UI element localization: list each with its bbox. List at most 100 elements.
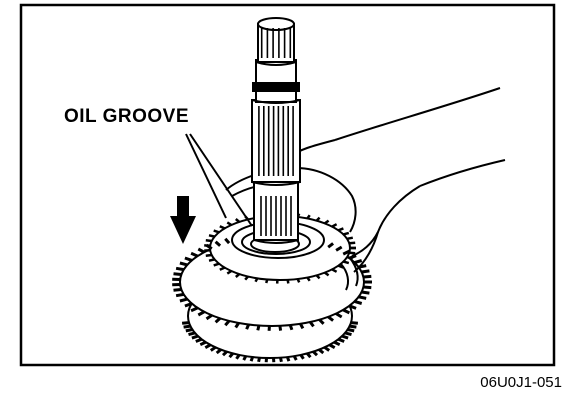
gear-tooth <box>214 240 222 247</box>
top-gear-teeth <box>204 212 356 284</box>
gear-tooth <box>219 225 226 230</box>
gear-tooth <box>279 357 283 363</box>
gear-tooth <box>175 292 184 298</box>
gear-tooth <box>256 325 261 331</box>
gear-tooth <box>221 350 228 357</box>
bottom-gear-teeth <box>181 321 359 363</box>
gear-tooth <box>179 297 188 303</box>
gear-tooth <box>184 302 193 308</box>
gear-tooth <box>354 299 363 305</box>
gear-tooth <box>315 274 321 280</box>
gear-tooth <box>346 255 354 260</box>
gear-tooth <box>342 249 351 256</box>
gear-tooth <box>278 325 283 331</box>
gear-tooth <box>234 218 241 223</box>
gear-tooth <box>333 340 341 347</box>
gear-tooth <box>342 308 351 315</box>
gear-tooth <box>226 269 233 275</box>
gear-tooth <box>306 276 311 282</box>
gear-tooth <box>323 346 331 352</box>
gear-tooth <box>234 273 241 278</box>
gear-tooth <box>324 271 330 277</box>
gear-tooth <box>341 334 349 340</box>
gear-stack <box>179 215 365 359</box>
gear-tooth <box>181 321 190 325</box>
gear-tooth <box>224 237 231 245</box>
gear-tooth <box>344 331 352 337</box>
gear-tooth <box>318 348 325 355</box>
gear-tooth <box>348 304 357 310</box>
gear-tooth <box>327 242 335 249</box>
gear-tooth <box>292 355 298 361</box>
gear-tooth <box>363 274 372 279</box>
gear-tooth <box>173 272 182 276</box>
gear-tooth <box>331 268 338 273</box>
gear-tooth <box>185 328 193 333</box>
gear-tooth <box>349 324 357 329</box>
gear-tooth <box>324 219 330 225</box>
down-arrow-icon <box>170 196 196 244</box>
gear-tooth <box>205 239 212 243</box>
gear-tooth <box>349 251 356 255</box>
gear-tooth <box>349 241 356 245</box>
gear-tooth <box>235 354 241 360</box>
gear-tooth <box>249 356 255 362</box>
oil-groove-label: OIL GROOVE <box>64 106 190 127</box>
gear-tooth <box>205 314 213 321</box>
gear-tooth <box>361 290 370 295</box>
gear-tooth <box>197 247 205 254</box>
gear-tooth <box>315 216 321 222</box>
gear-tooth <box>306 352 312 359</box>
gear-tooth <box>347 328 355 333</box>
thrust-band <box>252 82 300 92</box>
gear-tooth <box>312 350 319 357</box>
shaft-splines <box>258 28 294 236</box>
figure-code: 06U0J1-051 <box>480 374 562 391</box>
gear-tooth <box>191 334 199 340</box>
shaft-rings <box>251 61 301 244</box>
gear-tooth <box>288 324 294 331</box>
gear-tooth <box>299 323 305 330</box>
gear-tooth <box>358 295 367 300</box>
gear-tooth <box>173 288 182 292</box>
gear-tooth <box>242 355 248 361</box>
gear-tooth <box>224 319 231 327</box>
gear-tooth <box>197 310 205 317</box>
gear-tooth <box>184 256 193 262</box>
gear-tooth <box>204 343 212 350</box>
gear-tooth <box>257 357 261 363</box>
gear-tooth <box>175 266 184 272</box>
gear-tooth <box>214 317 222 324</box>
gear-tooth <box>179 261 188 267</box>
gear-tooth <box>361 269 370 274</box>
gear-tooth <box>350 321 359 325</box>
gear-tooth <box>337 337 345 343</box>
gear-tooth <box>219 266 226 271</box>
gear-tooth <box>285 356 291 362</box>
gear-tooth <box>213 229 220 234</box>
gear-tooth <box>215 348 222 355</box>
gear-tooth <box>208 258 215 262</box>
gear-tooth <box>331 223 338 228</box>
gear-tooth <box>244 275 249 281</box>
gear-tooth <box>346 236 354 241</box>
gear-tooth <box>234 322 240 329</box>
callout-leaders <box>185 133 253 227</box>
gear-tooth <box>286 279 290 284</box>
gear-tooth <box>226 221 233 227</box>
gear-tooth <box>199 340 207 347</box>
gear-tooth <box>318 318 325 325</box>
gear-tooth <box>309 321 315 328</box>
gear-tooth <box>245 324 250 330</box>
gear-tooth <box>337 227 344 232</box>
gear-tooth <box>208 234 215 238</box>
gear-tooth <box>363 285 372 290</box>
gear-tooth <box>188 331 196 337</box>
gear-tooth <box>213 262 220 267</box>
gear-tooth <box>190 251 199 258</box>
gear-tooth <box>327 315 335 322</box>
gear-tooth <box>354 259 363 265</box>
gear-tooth <box>328 343 336 350</box>
